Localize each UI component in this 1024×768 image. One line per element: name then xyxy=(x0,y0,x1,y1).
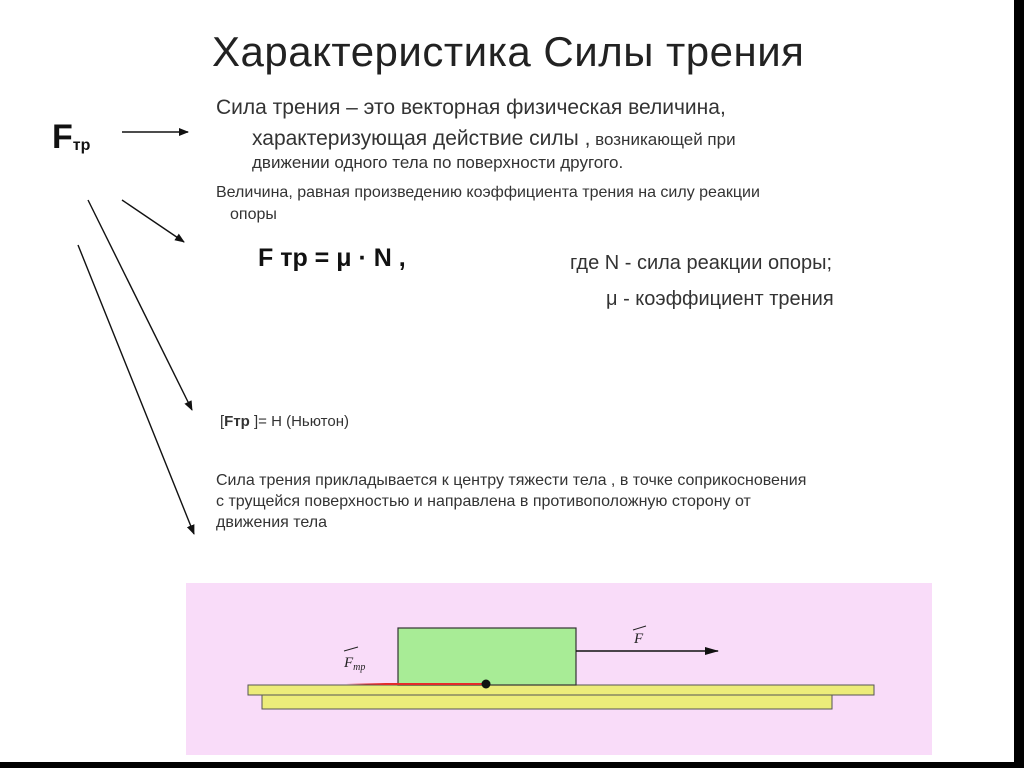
block xyxy=(397,627,577,686)
unit-bracket: [ xyxy=(220,413,225,430)
definition-line-2: характеризующая действие силы , возникаю… xyxy=(252,127,736,151)
friction-label: Fтр xyxy=(343,655,365,673)
formula-where-line-1: где N - сила реакции опоры; xyxy=(570,252,833,274)
magnitude-line-1: Величина, равная произведению коэффициен… xyxy=(216,184,760,201)
arrow-to-unit xyxy=(87,199,193,411)
friction-label-vector-bar xyxy=(343,646,359,652)
friction-diagram: F Fтр xyxy=(186,583,932,755)
surface-top xyxy=(247,684,875,696)
symbol-sub: тр xyxy=(72,137,91,154)
contact-point xyxy=(481,679,491,689)
surface-base xyxy=(261,694,833,710)
symbol-main: F xyxy=(52,118,73,156)
unit-rest: ]= Н (Ньютон) xyxy=(249,413,349,430)
formula-where-line-2: μ - коэффициент трения xyxy=(606,288,834,310)
slide-title: Характеристика Силы трения xyxy=(212,28,805,75)
application-line-3: движения тела xyxy=(216,514,328,531)
unit-symbol: Fтр xyxy=(224,413,250,430)
magnitude-line-2: опоры xyxy=(230,206,277,223)
arrow-to-magnitude xyxy=(121,199,185,243)
definition-line-2b: возникающей при xyxy=(590,130,736,149)
arrow-to-application xyxy=(77,244,195,535)
definition-line-1: Сила трения – это векторная физическая в… xyxy=(216,96,726,119)
unit-line: [Fтр ]= Н (Ньютон) xyxy=(220,413,349,430)
friction-force-symbol: Fтр xyxy=(52,118,90,157)
friction-formula: F тр = μ · N , xyxy=(258,244,406,272)
friction-label-sub: тр xyxy=(353,662,365,673)
definition-line-2a: характеризующая действие силы , xyxy=(252,127,591,150)
friction-label-main: F xyxy=(343,655,354,671)
application-line-2: с трущейся поверхностью и направлена в п… xyxy=(216,493,751,510)
friction-arrow xyxy=(346,683,486,685)
definition-line-3: движении одного тела по поверхности друг… xyxy=(252,153,624,172)
force-label: F xyxy=(633,631,644,647)
application-line-1: Сила трения прикладывается к центру тяже… xyxy=(216,472,807,489)
force-label-vector-bar xyxy=(632,625,647,631)
